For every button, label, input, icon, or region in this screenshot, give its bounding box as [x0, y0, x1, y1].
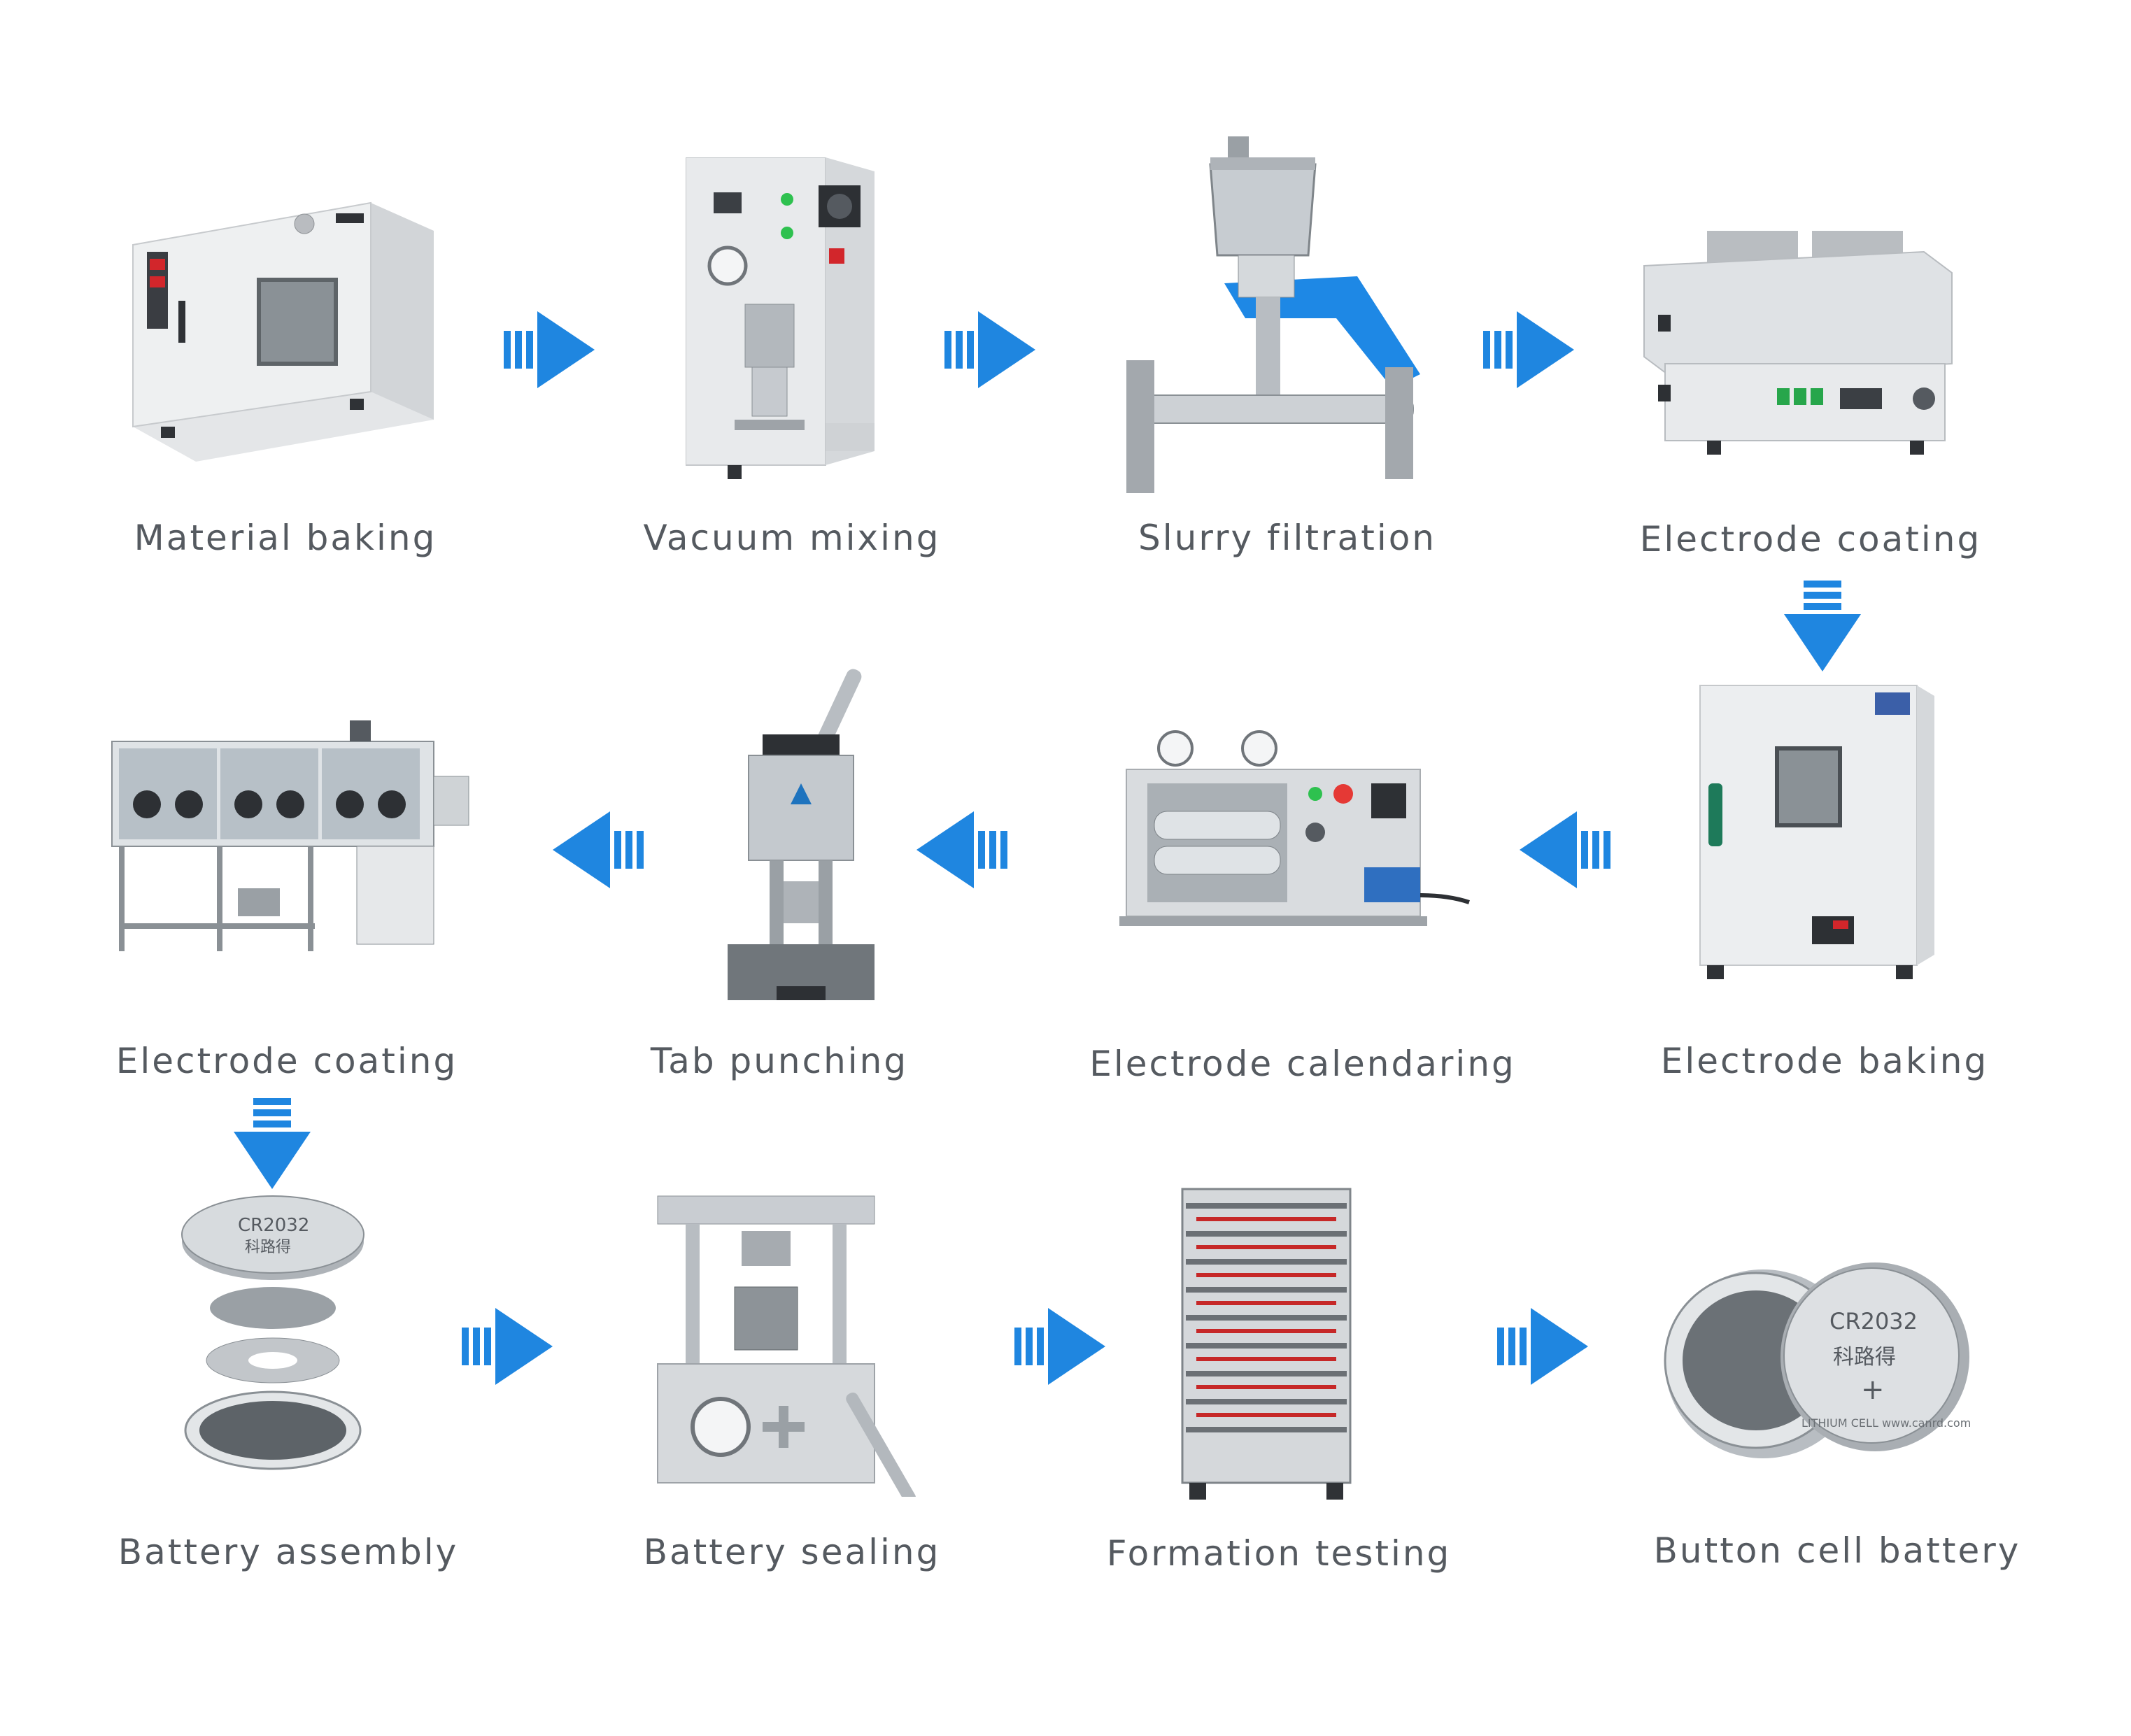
coin-brand-text: 科路得 — [245, 1239, 291, 1256]
vacuum-mixer-icon — [686, 157, 875, 486]
coin-ring-text: LITHIUM CELL www.canrd.com — [1801, 1416, 1971, 1430]
coin-brand-text: 科路得 — [1833, 1345, 1896, 1369]
step-label: Electrode coating — [115, 1041, 458, 1081]
rolling-press-icon — [1112, 727, 1476, 937]
arrow-right-icon — [504, 311, 595, 388]
drying-oven-icon — [119, 189, 448, 469]
step-label: Battery sealing — [643, 1532, 941, 1572]
crimping-machine-icon — [651, 1189, 944, 1497]
step-label: Material baking — [134, 518, 437, 558]
arrow-right-icon — [1483, 311, 1574, 388]
vacuum-filter-icon — [1105, 136, 1441, 500]
step-label: Slurry filtration — [1138, 518, 1436, 558]
coating-machine-icon — [1630, 224, 1966, 462]
arrow-left-icon — [553, 811, 644, 888]
step-label: Button cell battery — [1653, 1530, 2021, 1571]
step-label: Battery assembly — [118, 1532, 459, 1572]
step-label: Electrode coating — [1639, 519, 1982, 560]
step-label: Vacuum mixing — [643, 518, 941, 558]
arrow-right-icon — [462, 1308, 553, 1385]
step-label: Electrode baking — [1660, 1041, 1989, 1081]
arrow-right-icon — [944, 311, 1035, 388]
arrow-right-icon — [1497, 1308, 1588, 1385]
arrow-left-icon — [1520, 811, 1610, 888]
coin-cell-parts-icon: CR2032 科路得 — [175, 1189, 371, 1497]
button-cell-icon: CR2032 科路得 + LITHIUM CELL www.canrd.com — [1651, 1252, 1973, 1469]
battery-tester-rack-icon — [1168, 1182, 1364, 1504]
arrow-down-icon — [234, 1098, 311, 1189]
coin-model-text: CR2032 — [1829, 1308, 1918, 1335]
step-label: Tab punching — [650, 1041, 909, 1081]
punch-press-icon — [721, 650, 930, 1014]
arrow-left-icon — [916, 811, 1007, 888]
arrow-right-icon — [1014, 1308, 1105, 1385]
vacuum-oven-icon — [1693, 678, 1938, 986]
glove-box-icon — [98, 713, 476, 965]
step-label: Electrode calendaring — [1089, 1044, 1516, 1084]
step-label: Formation testing — [1106, 1533, 1452, 1574]
coin-model-text: CR2032 — [238, 1215, 309, 1236]
coin-plus-text: + — [1861, 1374, 1885, 1406]
arrow-down-icon — [1784, 581, 1861, 671]
